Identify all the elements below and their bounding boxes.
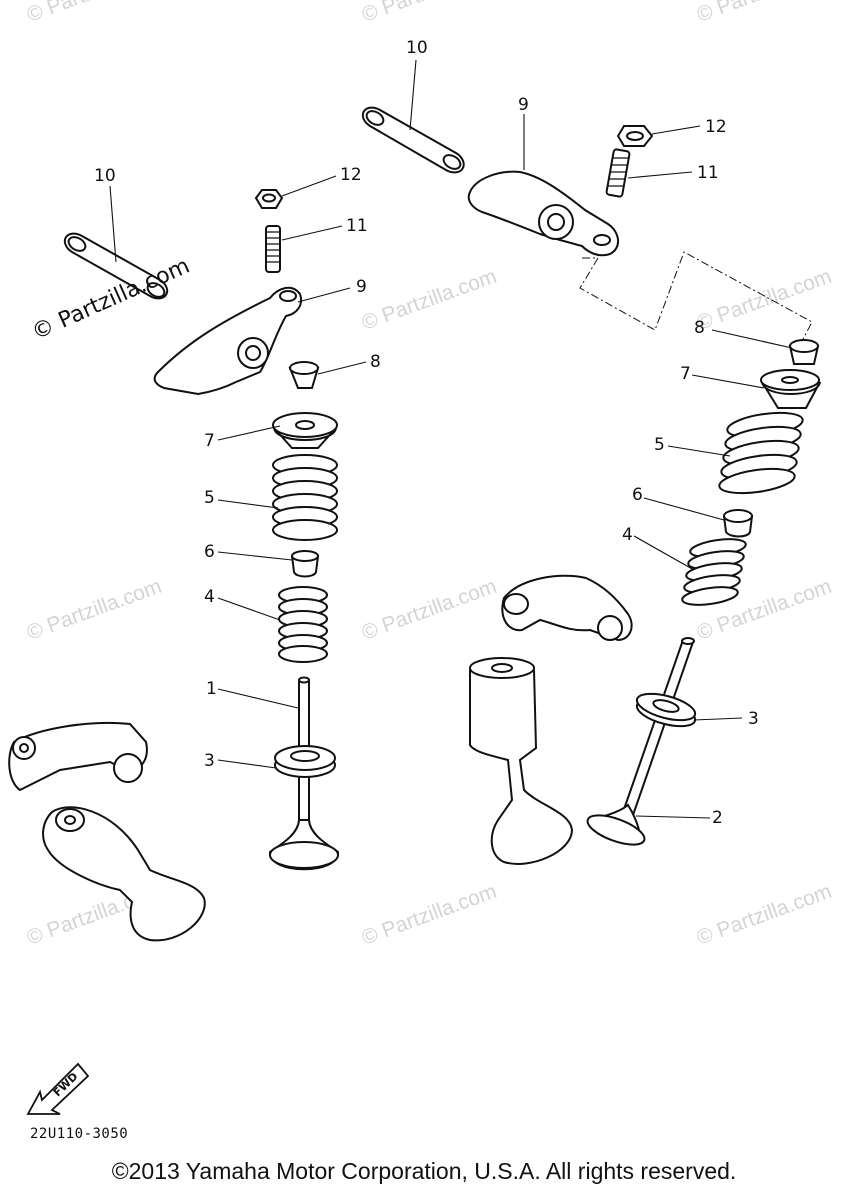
diagram-code: 22U110-3050 bbox=[30, 1126, 129, 1142]
oil-seal-left bbox=[290, 550, 320, 578]
ghost-assembly-left bbox=[8, 721, 206, 942]
callout-7: 7 bbox=[680, 364, 691, 384]
spring-retainer-right bbox=[760, 369, 821, 409]
callout-9: 9 bbox=[518, 95, 529, 115]
callout-6: 6 bbox=[204, 542, 215, 562]
inner-spring-left bbox=[278, 586, 328, 663]
callout-4: 4 bbox=[204, 587, 215, 607]
callout-5: 5 bbox=[654, 435, 665, 455]
callout-8: 8 bbox=[370, 352, 381, 372]
spring-seat-left bbox=[274, 745, 336, 778]
callouts: 10 10 9 12 12 11 11 9 8 8 7 7 5 5 6 6 4 … bbox=[94, 38, 759, 828]
callout-3: 3 bbox=[204, 751, 215, 771]
watermark: © Partzilla.com bbox=[694, 880, 835, 950]
watermark: © Partzilla.com bbox=[24, 0, 165, 27]
adjusting-screw-right bbox=[605, 148, 631, 198]
callout-11: 11 bbox=[697, 163, 719, 183]
oil-seal-right bbox=[722, 509, 754, 538]
assembly-indicator-line bbox=[579, 251, 813, 346]
callout-7: 7 bbox=[204, 431, 215, 451]
copyright-notice: ©2013 Yamaha Motor Corporation, U.S.A. A… bbox=[111, 1158, 737, 1184]
spring-retainer-left bbox=[272, 412, 338, 449]
forward-arrow-icon: FWD bbox=[26, 1062, 90, 1115]
valve-cotter-left bbox=[288, 361, 320, 389]
callout-3: 3 bbox=[748, 709, 759, 729]
callout-12: 12 bbox=[340, 165, 362, 185]
valve-cotter-right bbox=[788, 339, 820, 365]
callout-5: 5 bbox=[204, 488, 215, 508]
callout-4: 4 bbox=[622, 525, 633, 545]
callout-11: 11 bbox=[346, 216, 368, 236]
locknut-left bbox=[254, 189, 284, 209]
outer-spring-right bbox=[718, 411, 804, 495]
spring-seat-right bbox=[635, 692, 697, 728]
watermark: © Partzilla.com bbox=[359, 575, 500, 645]
callout-12: 12 bbox=[705, 117, 727, 137]
watermark: © Partzilla.com bbox=[694, 0, 835, 27]
watermark: © Partzilla.com bbox=[359, 880, 500, 950]
adjusting-screw-left bbox=[265, 225, 281, 273]
rocker-arm-left bbox=[153, 286, 302, 396]
exhaust-valve bbox=[586, 637, 695, 846]
ghost-assembly-right bbox=[469, 574, 633, 865]
rocker-shaft-right bbox=[361, 106, 465, 174]
rocker-shaft-left bbox=[63, 232, 169, 300]
watermark: © Partzilla.com bbox=[24, 575, 165, 645]
callout-8: 8 bbox=[694, 318, 705, 338]
watermark: © Partzilla.com bbox=[359, 265, 500, 335]
callout-10: 10 bbox=[406, 38, 428, 58]
rocker-arm-right bbox=[467, 170, 619, 257]
watermark: © Partzilla.com bbox=[359, 0, 500, 27]
callout-1: 1 bbox=[206, 679, 217, 699]
callout-2: 2 bbox=[712, 808, 723, 828]
locknut-right bbox=[616, 125, 654, 147]
inner-spring-right bbox=[681, 538, 747, 606]
callout-6: 6 bbox=[632, 485, 643, 505]
callout-9: 9 bbox=[356, 277, 367, 297]
outer-spring-left bbox=[272, 454, 338, 541]
watermark: © Partzilla.com bbox=[694, 265, 835, 335]
leader-lines bbox=[109, 59, 793, 819]
callout-10: 10 bbox=[94, 166, 116, 186]
